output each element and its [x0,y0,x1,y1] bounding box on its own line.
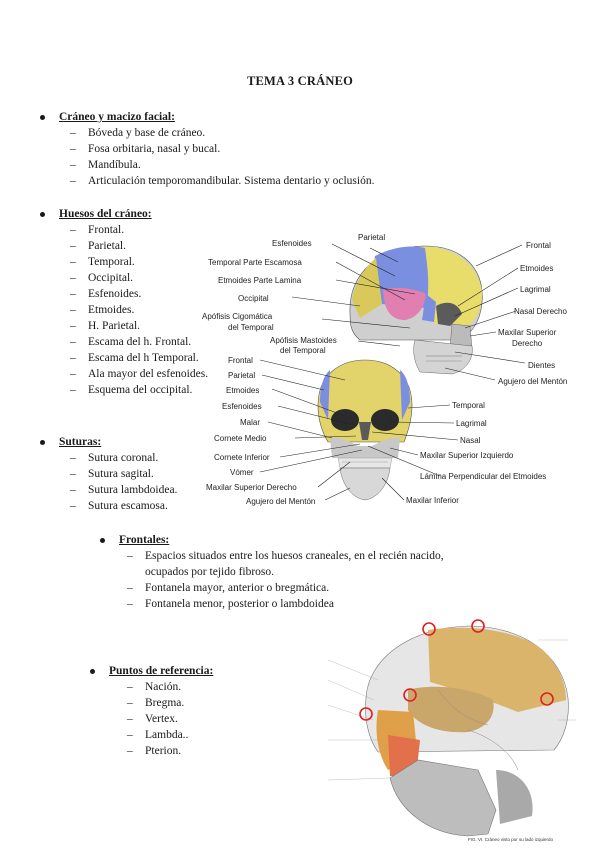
label-cigomatico: Apófisis Cigomática [202,312,273,321]
label-malar: Malar [240,418,260,427]
marker-lambda-icon [540,692,554,706]
label-frontal: Frontal [526,241,551,250]
label-cornete-medio: Cornete Medio [214,434,267,443]
list-item: Fontanela mayor, anterior o bregmática. [127,580,472,596]
label-temporal-escamosa: Temporal Parte Escamosa [208,258,302,267]
bullet-icon [40,114,45,120]
list-item: Nación. [127,679,300,695]
list-item: Occipital. [70,270,240,286]
list-item: Parietal. [70,238,240,254]
list-item: Fosa orbitaria, nasal y bucal. [70,141,560,157]
label-del-temporal-2: del Temporal [280,346,326,355]
item-list: Bóveda y base de cráneo. Fosa orbitaria,… [70,125,560,189]
label-dientes: Dientes [528,361,555,370]
skull-atlas-figure: FIG. VI. Cráneo visto por su lado izquie… [318,619,580,846]
section-suturas: Suturas: Sutura coronal. Sutura sagital.… [40,434,220,514]
list-item: Escama del h. Frontal. [70,334,240,350]
marker-pterion-icon [403,688,417,702]
section-heading: Cráneo y macizo facial: [59,111,175,123]
section-heading: Puntos de referencia: [109,665,214,677]
item-list: Frontal. Parietal. Temporal. Occipital. … [70,222,240,398]
list-item: Fontanela menor, posterior o lambdoidea [127,596,472,612]
label-nasal: Nasal [460,436,481,445]
list-item: Sutura escamosa. [70,498,220,514]
label-temporal: Temporal [452,401,485,410]
list-item: Espacios situados entre los huesos crane… [127,548,472,580]
list-item: Etmoides. [70,302,240,318]
label-derecho: Derecho [512,339,543,348]
section-heading: Suturas: [59,436,102,448]
list-item: Frontal. [70,222,240,238]
item-list: Sutura coronal. Sutura sagital. Sutura l… [70,450,220,514]
bullet-icon [40,211,45,217]
bullet-icon [100,537,105,543]
label-maxilar: Maxilar Superior [498,328,557,337]
list-item: Vertex. [127,711,300,727]
bullet-icon [40,439,45,445]
list-item: Temporal. [70,254,240,270]
skull-frontal-figure: Frontal Parietal Etmoides Esfenoides Mal… [206,356,546,506]
list-item: H. Parietal. [70,318,240,334]
label-maxilar-superior: Maxilar Superior Derecho [206,483,297,492]
list-item: Sutura lambdoidea. [70,482,220,498]
list-item: Esquema del occipital. [70,382,240,398]
label-occipital: Occipital [238,294,269,303]
label-frontal: Frontal [228,356,253,365]
list-item: Sutura coronal. [70,450,220,466]
figure-caption: FIG. VI. Cráneo visto por su lado izquie… [468,837,554,842]
section-heading: Huesos del cráneo: [59,208,152,220]
marker-nasion-icon [422,622,436,636]
list-item: Ala mayor del esfenoides. [70,366,240,382]
label-etmoides: Etmoides [226,386,259,395]
label-lagrimal: Lagrimal [456,419,487,428]
section-puntos: Puntos de referencia: Nación. Bregma. Ve… [90,663,300,759]
list-item: Bregma. [127,695,300,711]
label-parietal: Parietal [228,371,255,380]
list-item: Articulación temporomandibular. Sistema … [70,173,560,189]
label-esfenoides: Esfenoides [272,239,312,248]
label-lamina-perpendicular: Lámina Perpendicular del Etmoides [420,472,546,481]
list-item: Lambda.. [127,727,300,743]
label-maxilar-izquierdo: Maxilar Superior Izquierdo [420,451,514,460]
label-del-temporal: del Temporal [228,323,274,332]
label-maxilar-inferior: Maxilar Inferior [406,496,459,505]
section-frontales: Frontales: Espacios situados entre los h… [100,532,500,612]
label-mastoides: Apófisis Mastoides [270,336,337,345]
list-item: Escama del h Temporal. [70,350,240,366]
list-item: Esfenoides. [70,286,240,302]
list-item: Sutura sagital. [70,466,220,482]
marker-bregma-icon [471,619,485,633]
bullet-icon [90,668,95,674]
marker-vertex-icon [359,707,373,721]
label-agujero-menton: Agujero del Mentón [498,377,567,386]
label-lagrimal: Lagrimal [520,285,551,294]
list-item: Bóveda y base de cráneo. [70,125,560,141]
section-craneo: Cráneo y macizo facial: Bóveda y base de… [40,109,560,189]
list-item: Pterion. [127,743,300,759]
skull-lateral-figure: Parietal Esfenoides Temporal Parte Escam… [202,233,567,386]
item-list: Espacios situados entre los huesos crane… [127,548,472,612]
item-list: Nación. Bregma. Vertex. Lambda.. Pterion… [127,679,300,759]
label-parietal: Parietal [358,233,385,242]
label-agujero-menton: Agujero del Mentón [246,497,315,506]
list-item: Mandíbula. [70,157,560,173]
section-heading: Frontales: [119,534,170,546]
skull-frontal-illustration [317,359,413,501]
label-etmoides-lamina: Etmoides Parte Lamina [218,276,302,285]
skull-atlas-illustration [365,625,569,837]
section-huesos: Huesos del cráneo: Frontal. Parietal. Te… [40,206,240,398]
label-cornete-inferior: Cornete Inferior [214,453,270,462]
label-nasal: Nasal Derecho [514,307,567,316]
skull-lateral-illustration [349,245,483,375]
label-esfenoides: Esfenoides [222,402,262,411]
label-vomer: Vómer [230,468,254,477]
page-title: TEMA 3 CRÁNEO [246,74,354,88]
label-etmoides: Etmoides [520,264,553,273]
